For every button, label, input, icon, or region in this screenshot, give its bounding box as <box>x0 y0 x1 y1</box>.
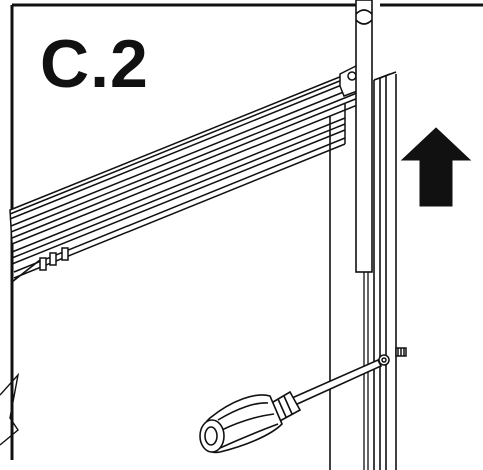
adjustment-screw <box>378 347 407 366</box>
vertical-rod <box>355 0 373 470</box>
top-rail <box>9 64 361 279</box>
screwdriver-icon <box>199 358 383 454</box>
step-label: C.2 <box>40 26 149 102</box>
up-arrow-icon <box>400 127 472 207</box>
vertical-upright <box>373 71 397 470</box>
